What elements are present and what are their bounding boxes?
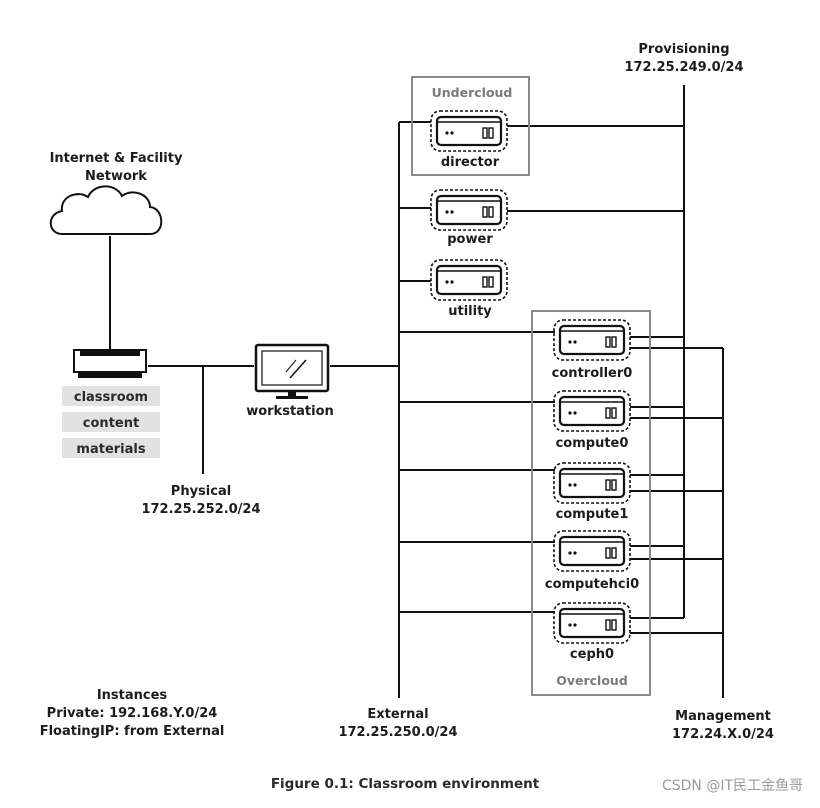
- computehci0-label: computehci0: [545, 577, 639, 592]
- power-server[interactable]: power: [429, 188, 509, 247]
- overcloud-label: Overcloud: [556, 673, 628, 688]
- utility-label: utility: [448, 304, 492, 319]
- compute1-label: compute1: [556, 507, 629, 522]
- management-name: Management: [675, 709, 771, 724]
- undercloud-group: [411, 76, 530, 176]
- director-server[interactable]: director: [429, 109, 509, 170]
- compute1-server[interactable]: compute1: [552, 461, 632, 522]
- utility-server[interactable]: utility: [429, 258, 509, 319]
- compute0-label: compute0: [556, 436, 629, 451]
- ceph0-server[interactable]: ceph0: [552, 601, 632, 662]
- tag-materials: materials: [76, 442, 145, 457]
- ceph0-label: ceph0: [570, 647, 614, 662]
- power-label: power: [447, 232, 493, 247]
- classroom-server-icon[interactable]: [73, 349, 147, 378]
- instances-floating: FloatingIP: from External: [40, 724, 225, 739]
- network-wires: [109, 85, 724, 698]
- undercloud-label: Undercloud: [432, 85, 513, 100]
- compute0-server[interactable]: compute0: [552, 389, 632, 451]
- controller0-server[interactable]: controller0: [552, 318, 633, 381]
- physical-name: Physical: [171, 484, 231, 499]
- instances-title: Instances: [97, 688, 168, 703]
- external-cidr: 172.25.250.0/24: [338, 725, 457, 740]
- figure-caption: Figure 0.1: Classroom environment: [271, 776, 540, 792]
- tag-classroom: classroom: [74, 390, 148, 405]
- controller0-label: controller0: [552, 366, 633, 381]
- internet-label-line2: Network: [85, 169, 147, 184]
- provisioning-cidr: 172.25.249.0/24: [624, 60, 743, 75]
- director-label: director: [441, 155, 500, 170]
- workstation-label: workstation: [246, 404, 334, 419]
- management-cidr: 172.24.X.0/24: [672, 727, 774, 742]
- physical-cidr: 172.25.252.0/24: [141, 502, 260, 517]
- instances-private: Private: 192.168.Y.0/24: [47, 706, 218, 721]
- external-name: External: [367, 707, 428, 722]
- workstation-monitor-icon[interactable]: [254, 343, 330, 399]
- internet-label-line1: Internet & Facility: [50, 151, 183, 166]
- provisioning-name: Provisioning: [638, 42, 729, 57]
- classroom-content-tags: classroom content materials: [62, 386, 160, 458]
- computehci0-server[interactable]: computehci0: [545, 529, 639, 592]
- cloud-icon: [49, 185, 163, 235]
- tag-content: content: [83, 416, 139, 431]
- watermark: CSDN @IT民工金鱼哥: [662, 777, 803, 794]
- overcloud-group: [531, 310, 651, 696]
